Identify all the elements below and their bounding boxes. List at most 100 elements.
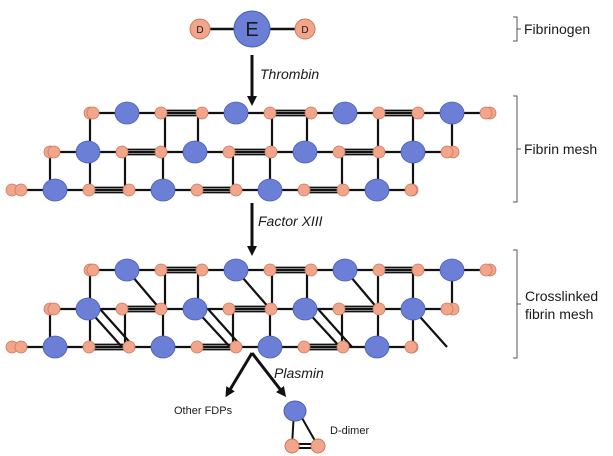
e-domain-node (400, 140, 426, 164)
d-domain-node (195, 263, 209, 277)
e-domain-node (114, 258, 140, 282)
e-domain-node (223, 258, 249, 282)
d-domain-node (263, 263, 277, 277)
d-domain-node (332, 145, 346, 159)
d-left-letter: D (196, 25, 203, 36)
fibrin-mesh-side-label: Fibrin mesh (524, 141, 597, 157)
d-dimer-d-domain-left (284, 438, 300, 454)
d-domain-node (115, 302, 129, 316)
e-domain-node (332, 258, 358, 282)
d-domain-node (411, 263, 425, 277)
d-domain-node (372, 263, 386, 277)
e-domain-node (150, 178, 176, 202)
thrombin-label: Thrombin (260, 66, 319, 82)
d-dimer-label: D-dimer (330, 425, 369, 437)
d-domain-node (297, 183, 311, 197)
d-domain-left (189, 18, 211, 40)
d-domain-node (86, 106, 100, 120)
e-domain-node (257, 335, 283, 359)
d-domain-node (440, 145, 454, 159)
d-domain-node (82, 340, 96, 354)
d-domain-node (14, 183, 28, 197)
d-domain-node (479, 106, 493, 120)
d-domain-node (47, 145, 61, 159)
e-domain-node (42, 178, 68, 202)
d-domain-node (122, 183, 136, 197)
d-domain-node (411, 106, 425, 120)
d-domain-node (372, 106, 386, 120)
e-domain-node (150, 335, 176, 359)
d-domain-node (122, 340, 136, 354)
d-dimer-d-domain-right (310, 438, 326, 454)
d-domain-node (195, 106, 209, 120)
fibrin-mesh (5, 101, 497, 202)
d-domain-node (336, 340, 350, 354)
d-domain-node (154, 106, 168, 120)
d-domain-node (154, 302, 168, 316)
fibrinogen-bracket (513, 16, 521, 42)
e-domain-node (182, 140, 208, 164)
d-domain-node (264, 302, 278, 316)
e-domain (233, 10, 271, 48)
d-domain-node (404, 183, 418, 197)
fibrin-mesh-bracket (513, 95, 521, 203)
d-domain-node (440, 302, 454, 316)
d-domain-node (372, 302, 386, 316)
e-domain-node (182, 297, 208, 321)
d-domain-node (229, 340, 243, 354)
crosslinked-side-label-2: fibrin mesh (525, 306, 593, 322)
d-domain-node (115, 145, 129, 159)
e-domain-node (292, 140, 318, 164)
d-right-letter: D (301, 25, 308, 36)
factor-xiii-label: Factor XIII (258, 213, 323, 229)
d-domain-node (190, 183, 204, 197)
fibrinogen-molecule: D E D (189, 10, 316, 48)
crosslink-diagonal (317, 308, 353, 348)
e-domain-node (332, 101, 358, 125)
d-domain-right (294, 18, 316, 40)
plasmin-arrow-left (225, 352, 254, 398)
other-fdps-label: Other FDPs (174, 405, 233, 417)
d-domain-node (304, 263, 318, 277)
e-domain-node (75, 140, 101, 164)
d-domain-node (47, 302, 61, 316)
d-domain-node (263, 106, 277, 120)
e-domain-node (75, 297, 101, 321)
e-domain-node (400, 297, 426, 321)
d-domain-node (82, 183, 96, 197)
e-domain-node (292, 297, 318, 321)
crosslinked-fibrin-mesh (5, 258, 497, 359)
e-domain-node (364, 335, 390, 359)
d-domain-node (154, 263, 168, 277)
e-domain-node (114, 101, 140, 125)
d-dimer-molecule (283, 400, 326, 454)
d-domain-node (14, 340, 28, 354)
mesh-nodes (5, 101, 497, 202)
e-domain-node (42, 335, 68, 359)
e-domain-node (223, 101, 249, 125)
d-domain-node (404, 340, 418, 354)
d-domain-node (222, 145, 236, 159)
d-domain-node (229, 183, 243, 197)
d-domain-node (479, 263, 493, 277)
e-domain-node (257, 178, 283, 202)
d-domain-node (222, 302, 236, 316)
d-domain-node (190, 340, 204, 354)
d-domain-node (332, 302, 346, 316)
e-domain-node (364, 178, 390, 202)
d-domain-node (264, 145, 278, 159)
plasmin-label: Plasmin (274, 365, 324, 381)
d-domain-node (336, 183, 350, 197)
crosslinked-bracket (513, 249, 521, 359)
plasmin-arrow-right (250, 352, 287, 397)
crosslinked-side-label-1: Crosslinked (525, 288, 598, 304)
d-dimer-e-domain (283, 400, 307, 422)
mesh-nodes (5, 258, 497, 359)
d-domain-node (304, 106, 318, 120)
e-domain-node (439, 258, 465, 282)
d-domain-node (86, 263, 100, 277)
d-domain-node (372, 145, 386, 159)
d-domain-node (154, 145, 168, 159)
fibrinogen-side-label: Fibrinogen (524, 21, 590, 37)
